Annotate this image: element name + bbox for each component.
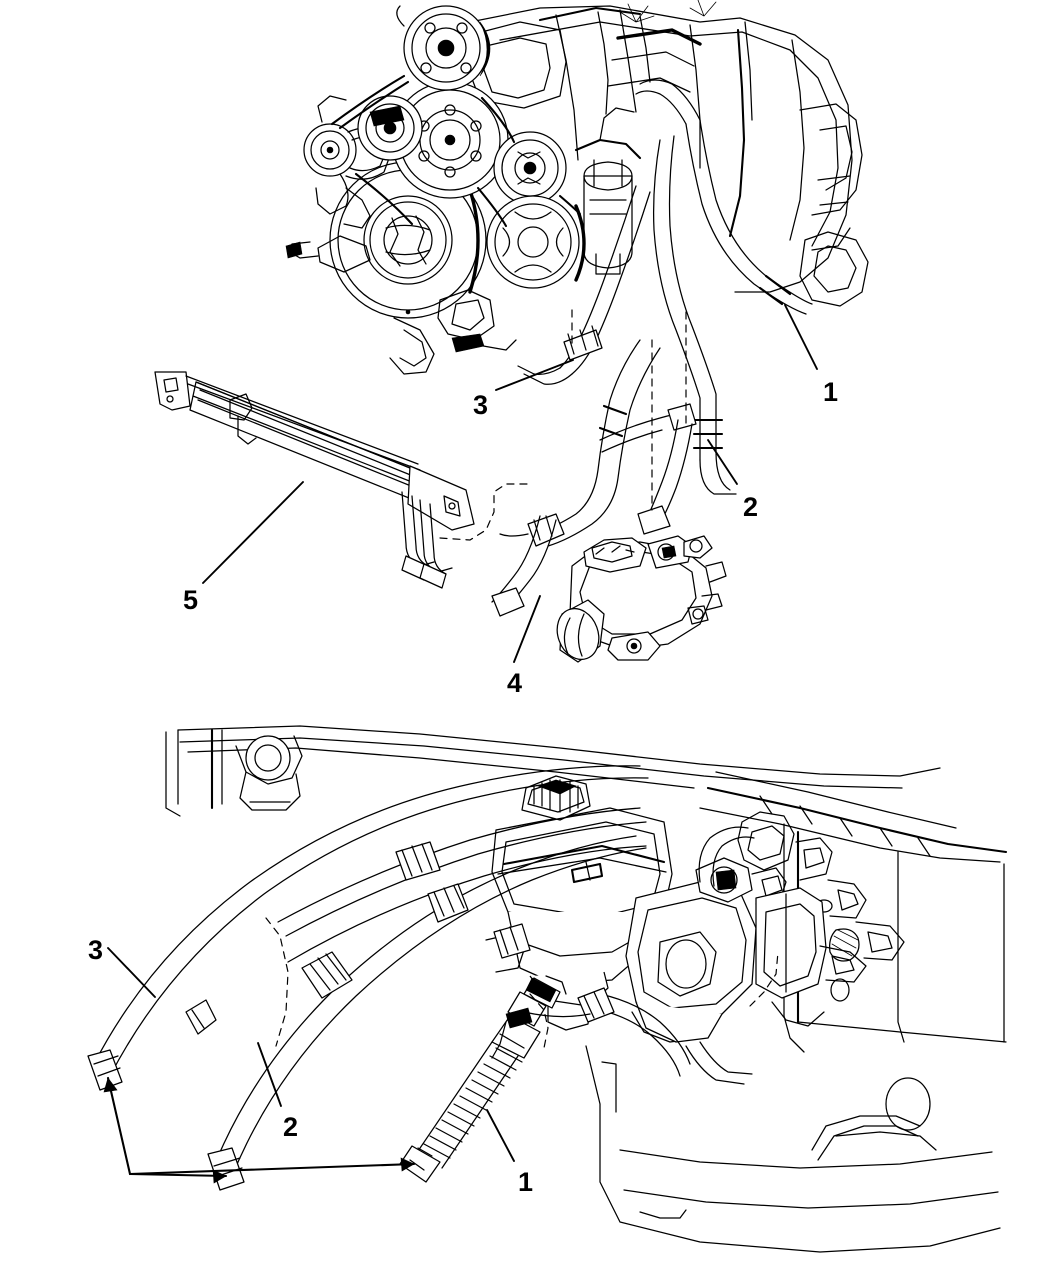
engine-block-group [454, 5, 869, 307]
upper-leader-lines [202, 304, 818, 663]
power-steering-cooler [154, 371, 475, 589]
intake-manifold-group [467, 0, 717, 115]
callout-upper-2: 2 [743, 492, 759, 522]
upper-view-drawing [154, 0, 869, 663]
accessory-drive-belt [330, 74, 582, 228]
lower-view-drawing [87, 725, 1008, 1253]
leader-lower-1 [486, 1109, 515, 1162]
idler-pulley [493, 131, 567, 205]
lower-arrow-leaders [103, 1076, 416, 1184]
callout-upper-5: 5 [183, 585, 199, 615]
leader-3 [495, 359, 574, 391]
lower-leader-lines [107, 947, 515, 1162]
leader-lower-3 [107, 947, 156, 998]
water-pump-pulley [357, 95, 423, 161]
power-steering-hose-assembly [491, 79, 813, 617]
leader-1 [784, 304, 818, 370]
lower-phantom-lines [265, 917, 779, 1049]
leader-lower-2 [257, 1042, 282, 1107]
callout-upper-1: 1 [823, 377, 839, 407]
hose-routing-lower [87, 765, 691, 1191]
callout-lower-3: 3 [88, 935, 104, 965]
callout-lower-2: 2 [283, 1112, 299, 1142]
callout-lower-1: 1 [518, 1167, 534, 1197]
alternator-pulley [396, 5, 491, 91]
cowl-structure [165, 725, 941, 817]
brake-booster [625, 826, 787, 1085]
callout-upper-3: 3 [473, 390, 489, 420]
steering-gear [556, 535, 727, 663]
leader-5 [202, 481, 304, 584]
oil-filter [574, 107, 642, 275]
leader-4 [513, 595, 541, 663]
power-steering-pump-pulley [486, 195, 586, 289]
callout-upper-4: 4 [507, 668, 523, 698]
engine-front-brackets [285, 235, 517, 375]
hydraulic-unit [737, 811, 905, 1027]
crankshaft-damper-pulley [329, 161, 487, 319]
lower-underhood-view: 3 2 1 [0, 712, 1050, 1275]
upper-engine-view: 1 2 3 4 5 [154, 0, 869, 698]
phantom-reference-line [439, 309, 687, 541]
leader-2 [707, 439, 738, 485]
